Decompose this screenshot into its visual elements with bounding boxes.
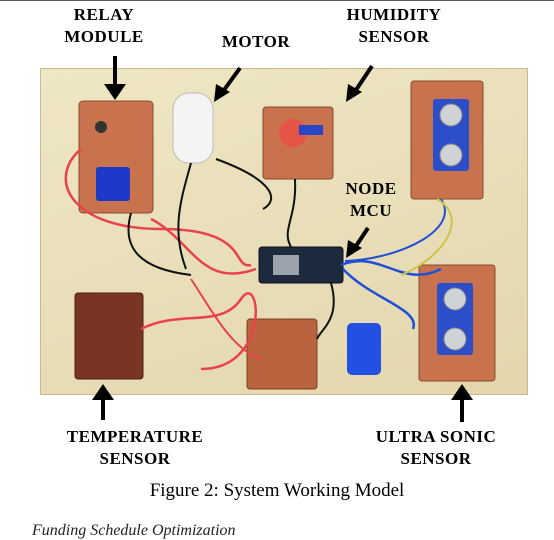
black-wire-5 bbox=[316, 282, 335, 340]
temperature-board bbox=[74, 292, 144, 380]
black-wire-2 bbox=[215, 158, 273, 210]
ultrasonic-sensor-label: ULTRA SONIC SENSOR bbox=[375, 427, 497, 468]
ultrasonic-eye-3 bbox=[443, 287, 467, 311]
ultrasonic-eye-4 bbox=[443, 327, 467, 351]
humidity-arrow bbox=[354, 64, 374, 92]
bottom-board bbox=[246, 318, 318, 390]
blue-wire-2 bbox=[342, 268, 416, 330]
humidity-sensor-label: HUMIDITY SENSOR bbox=[346, 5, 442, 46]
relay-arrowhead bbox=[104, 84, 126, 100]
nodemcu-arrowhead bbox=[346, 240, 362, 258]
temperature-sensor-label: TEMPERATURE SENSOR bbox=[66, 427, 204, 468]
black-wire-1 bbox=[177, 162, 192, 270]
red-wire-2 bbox=[150, 217, 257, 275]
black-wire-4 bbox=[127, 212, 192, 276]
blue-wire-3 bbox=[344, 198, 446, 262]
nodemcu-arrow bbox=[354, 226, 370, 248]
relay-module-label: RELAY MODULE bbox=[64, 5, 144, 46]
figure-caption: Figure 2: System Working Model bbox=[149, 480, 405, 501]
humidity-arrowhead bbox=[346, 84, 362, 102]
motor-arrowhead bbox=[214, 84, 230, 102]
top-rule bbox=[0, 0, 554, 1]
motor-label: MOTOR bbox=[221, 32, 291, 51]
ultrasonic-eye-2 bbox=[439, 143, 463, 167]
red-wire-1 bbox=[64, 148, 252, 267]
temperature-arrowhead bbox=[92, 384, 114, 400]
system-photo-drawing bbox=[64, 80, 496, 390]
relay-block bbox=[96, 167, 130, 201]
ultrasonic-eye-1 bbox=[439, 103, 463, 127]
motor-body bbox=[172, 92, 214, 164]
nodemcu-chip bbox=[273, 255, 299, 275]
system-photo bbox=[40, 68, 528, 395]
node-mcu-label: NODE MCU bbox=[345, 179, 397, 220]
servo-motor bbox=[347, 323, 381, 375]
red-wire-3 bbox=[140, 292, 257, 371]
blue-wire-1 bbox=[340, 259, 442, 276]
motor-arrow bbox=[222, 66, 242, 92]
black-wire-3 bbox=[286, 178, 297, 248]
humidity-sensor-chip bbox=[299, 125, 323, 135]
ultrasonic-arrowhead bbox=[451, 384, 473, 400]
relay-transistor bbox=[95, 121, 107, 133]
red-wire-4 bbox=[190, 278, 262, 360]
yellow-wire bbox=[400, 198, 453, 276]
cut-off-heading: Funding Schedule Optimization bbox=[32, 522, 236, 539]
